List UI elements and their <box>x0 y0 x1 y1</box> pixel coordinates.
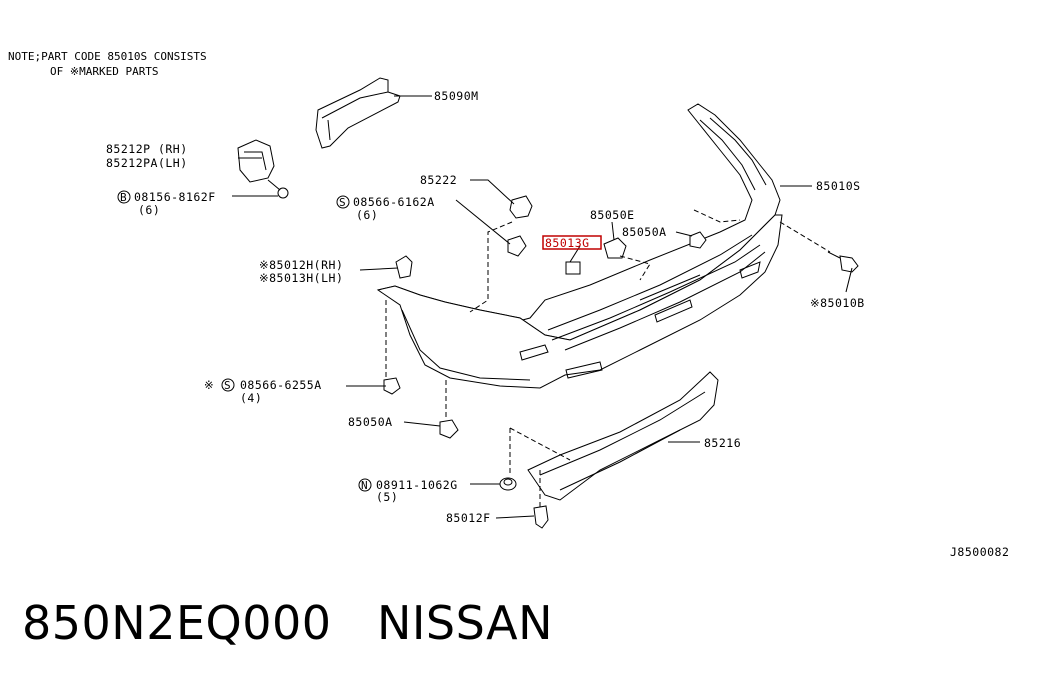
diagram-code: J8500082 <box>950 545 1009 559</box>
clip-85050A-top <box>689 231 707 249</box>
note-line-1: NOTE;PART CODE 85010S CONSISTS <box>8 50 207 63</box>
dashed-leaders <box>385 209 831 508</box>
label-85050A-bottom: 85050A <box>348 415 393 429</box>
label-08911-qty: (5) <box>376 490 398 504</box>
bracket-85012H <box>395 255 413 279</box>
screw-prefix-s: S <box>339 196 346 209</box>
bolt-85010B <box>827 251 859 273</box>
label-85212P: 85212P (RH) <box>106 142 188 156</box>
screw2-prefix-s: S <box>224 379 231 392</box>
note-line-2: OF ※MARKED PARTS <box>50 65 159 78</box>
bracket-85090M <box>315 77 401 149</box>
nut-08911 <box>499 477 517 491</box>
label-08566-6162A-qty: (6) <box>356 208 378 222</box>
label-85013H: ※85013H(LH) <box>259 271 343 285</box>
bracket-85212P <box>237 139 289 199</box>
label-85090M: 85090M <box>434 89 479 103</box>
label-85216: 85216 <box>704 436 741 450</box>
label-85010B: ※85010B <box>810 296 865 310</box>
bolt-prefix-b: B <box>120 191 127 204</box>
label-85050A-top: 85050A <box>622 225 667 239</box>
footer-part-number: 850N2EQ000 NISSAN <box>22 596 553 650</box>
label-85012H: ※85012H(RH) <box>259 258 343 272</box>
label-08566-6255A-mark: ※ <box>204 378 214 392</box>
label-08156-8162F: 08156-8162F <box>134 190 216 204</box>
label-08156-qty: (6) <box>138 203 160 217</box>
footer-spacer <box>332 596 377 650</box>
nut-prefix-circle <box>358 478 372 492</box>
bolt-prefix-circle <box>117 190 131 204</box>
bracket-85222 <box>507 195 533 257</box>
label-08566-6255A-qty: (4) <box>240 391 262 405</box>
retainer-85050E <box>565 237 627 275</box>
highlight-box-85013G <box>542 235 602 250</box>
brand-name: NISSAN <box>376 596 554 650</box>
lower-cover-85216 <box>527 371 719 501</box>
label-85222: 85222 <box>420 173 457 187</box>
clip-85050A-bottom <box>439 419 459 439</box>
screw-prefix-circle <box>336 195 350 209</box>
label-08566-6162A: 08566-6162A <box>353 195 435 209</box>
screw2-prefix-circle <box>221 378 235 392</box>
label-08911-1062G: 08911-1062G <box>376 478 458 492</box>
nut-prefix-n: N <box>361 479 368 492</box>
label-85010S: 85010S <box>816 179 861 193</box>
label-85012F: 85012F <box>446 511 491 525</box>
part-number: 850N2EQ000 <box>22 596 332 650</box>
label-85212PA: 85212PA(LH) <box>106 156 188 170</box>
label-85050E: 85050E <box>590 208 635 222</box>
label-08566-6255A: 08566-6255A <box>240 378 322 392</box>
clip-08566-6255A <box>383 377 401 395</box>
clip-85012F <box>533 505 549 529</box>
label-85013G: 85013G <box>545 236 590 250</box>
callout-leaders <box>232 95 853 519</box>
bumper-fascia <box>376 103 783 389</box>
